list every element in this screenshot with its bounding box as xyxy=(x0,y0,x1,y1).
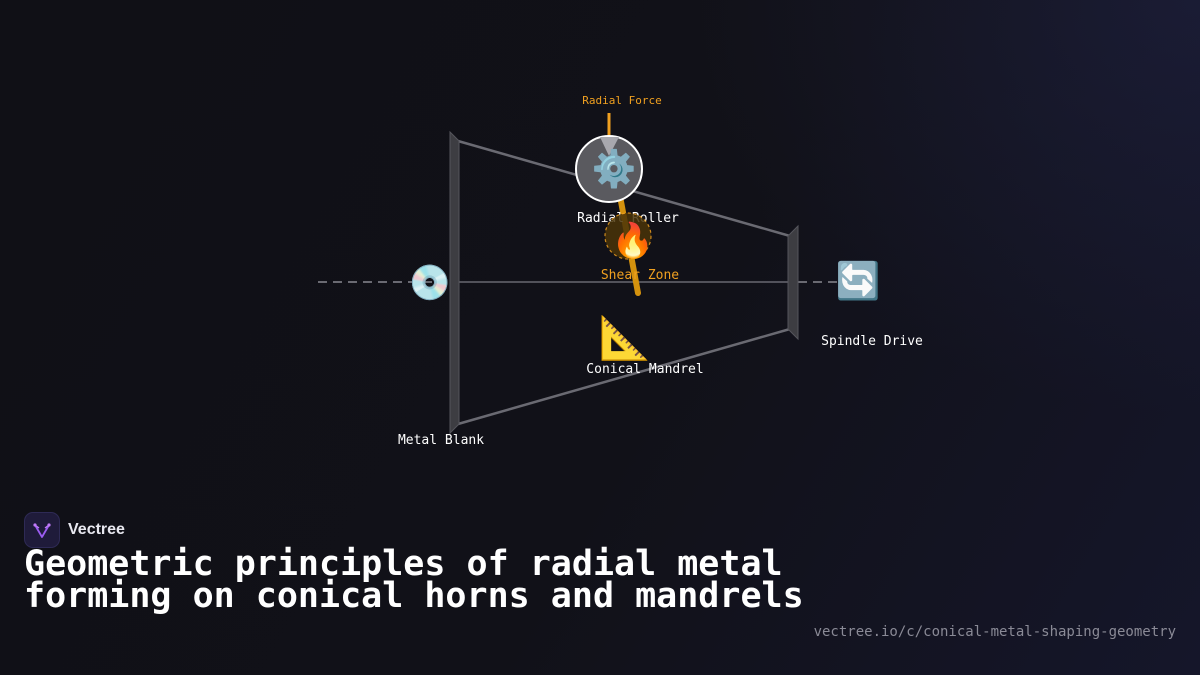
gear-icon: ⚙️ xyxy=(592,148,637,190)
triangular-ruler-icon: 📐 xyxy=(599,313,651,362)
metal-blank-label: Metal Blank xyxy=(398,433,484,448)
fire-icon: 🔥 xyxy=(612,221,654,261)
metal-blank-plate xyxy=(449,130,460,435)
spindle-drive-label: Spindle Drive xyxy=(821,334,923,349)
background-glow xyxy=(680,0,1200,420)
vectree-logo-icon xyxy=(33,523,51,538)
page-title: Geometric principles of radial metal for… xyxy=(24,544,804,616)
brand[interactable]: Vectree xyxy=(24,512,125,548)
source-url[interactable]: vectree.io/c/conical-metal-shaping-geome… xyxy=(813,624,1176,640)
brand-name: Vectree xyxy=(68,521,125,538)
cone-edge-bottom xyxy=(457,327,791,426)
shear-zone-marker xyxy=(604,212,652,260)
shear-zone-label: Shear Zone xyxy=(601,268,679,283)
rotate-arrows-icon: 🔄 xyxy=(836,260,881,302)
radial-roller xyxy=(575,135,643,203)
mandrel-end-plate xyxy=(787,224,799,341)
disc-icon: 💿 xyxy=(409,263,451,303)
conical-mandrel-label: Conical Mandrel xyxy=(586,362,703,377)
radial-force-label: Radial Force xyxy=(582,94,661,107)
radial-force-arrowhead xyxy=(600,137,619,156)
vectree-logo xyxy=(24,512,60,548)
